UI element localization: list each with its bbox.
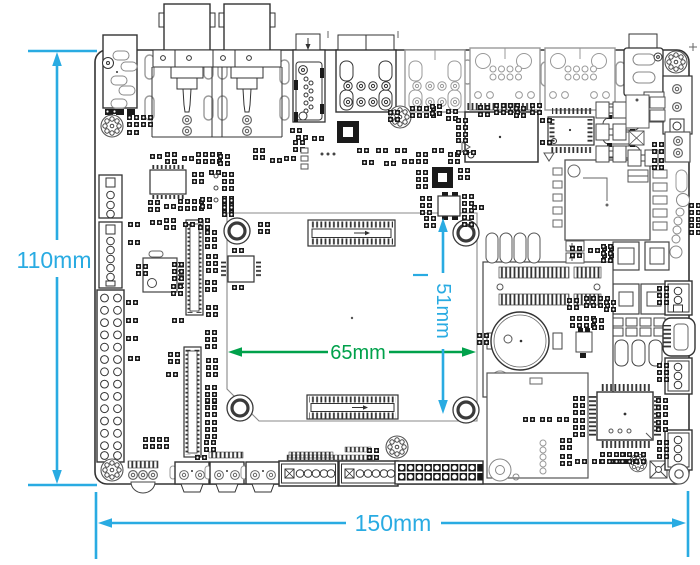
- qfn-left: [221, 255, 261, 283]
- right-connector-1: [664, 280, 693, 316]
- header-2x10: [394, 460, 484, 485]
- component-51mm-target: [437, 192, 461, 220]
- right-connector-3: [664, 429, 693, 471]
- left-connector-b: [98, 221, 123, 289]
- qfp-chip: [589, 384, 661, 448]
- chip-left-small: [149, 165, 187, 199]
- b2b-connector-top: [307, 219, 396, 247]
- qfn-black-1: [337, 121, 359, 143]
- buzzer: [127, 460, 159, 494]
- misc-marks: [213, 141, 471, 203]
- som-height-label: 51mm: [432, 283, 454, 339]
- qfn-top-right: [547, 108, 595, 153]
- sot23-part: [575, 328, 593, 358]
- ethernet-jack-1: [469, 47, 541, 111]
- sim-slot: [486, 372, 589, 482]
- qfn-black-2: [432, 167, 453, 188]
- white-connector-1: [278, 460, 339, 487]
- dimension-som-height: 51mm: [413, 218, 454, 414]
- gpio-header: [96, 289, 125, 463]
- av-jack-column: [653, 52, 693, 135]
- dual-jack-a: [335, 34, 397, 113]
- dimension-board-height: 110mm: [17, 49, 97, 487]
- b2b-connector-left-upper: [185, 219, 204, 316]
- dc-power-jack: [102, 34, 138, 115]
- board-width-label: 150mm: [355, 510, 432, 536]
- corner-plus-mark: [689, 43, 697, 51]
- ethernet-jack-2: [544, 47, 616, 111]
- dimension-som-width: 65mm: [228, 342, 476, 364]
- b2b-connector-left-lower: [183, 346, 202, 458]
- som-width-label: 65mm: [330, 342, 386, 364]
- micro-usb: [662, 317, 696, 357]
- dimension-board-width: 150mm: [94, 491, 690, 559]
- som-module-outline: [226, 212, 478, 422]
- rca-video-jack-1: [151, 3, 223, 138]
- rca-video-jack-2: [211, 3, 283, 138]
- dual-jack-b: [404, 49, 466, 113]
- white-connector-2: [338, 460, 399, 487]
- coin-battery: [486, 311, 563, 371]
- left-connector-a: [98, 174, 123, 219]
- right-connector-2: [664, 357, 693, 395]
- b2b-connector-bottom: [306, 394, 399, 420]
- board-height-label: 110mm: [17, 247, 92, 273]
- pin1-marks: [327, 31, 399, 38]
- usb-connector: [623, 33, 664, 97]
- right-mid-small-parts: [595, 94, 691, 259]
- din-connector: [292, 33, 326, 123]
